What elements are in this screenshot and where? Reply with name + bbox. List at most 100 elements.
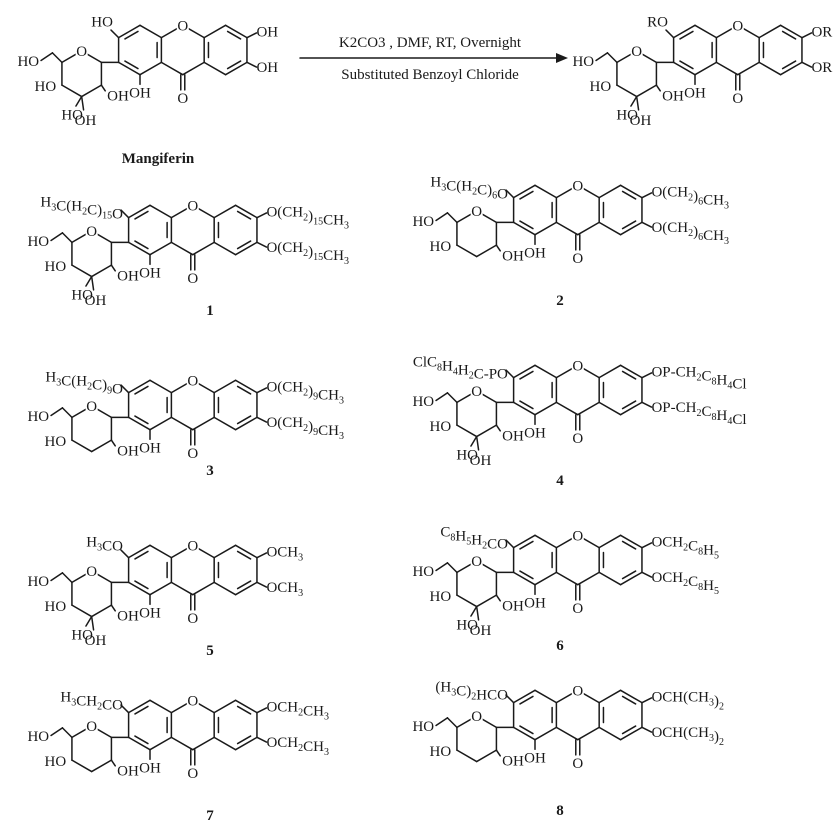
product-structure-bond: [630, 95, 638, 107]
product-structure-ring-right-double-bond: [781, 30, 797, 40]
compound-1-structure-ring-left-bond: [127, 241, 151, 256]
compound-1-structure-ring-right-double-bond: [236, 240, 252, 250]
product-structure-sugar-bond: [616, 84, 638, 98]
compound-3-structure-ring-left-double-bond: [134, 385, 149, 395]
mangiferin-structure-ring-right-bond: [203, 61, 227, 76]
compound-8-structure-sugar-ch2oh: HO: [412, 719, 434, 735]
compound-2-structure-bond: [435, 212, 449, 222]
mangiferin-structure-sugar-oh-5: OH: [75, 113, 97, 129]
compound-7-structure-bond: [110, 759, 116, 767]
compound-3-structure-ring-right-bond: [234, 416, 258, 431]
compound-1-structure-ring-left-double-bond: [134, 240, 149, 250]
compound-5-structure-bond: [110, 604, 116, 612]
mangiferin-structure-ring-right-bond: [224, 24, 248, 39]
product-structure-bond: [737, 61, 760, 76]
compound-1-structure-ring-right-bond: [213, 241, 237, 256]
mangiferin-structure-bond: [246, 32, 258, 39]
compound-6-structure-bond: [641, 542, 653, 549]
compound-4-structure-carbonyl-oxygen: O: [572, 431, 583, 447]
mangiferin-structure-ring-left-double-bond: [124, 60, 139, 70]
compound-6-structure-ring-oxygen: O: [572, 528, 583, 544]
compound-7-structure-sugar-bond: [71, 759, 93, 773]
compound-4-structure-oh-label: OH: [524, 426, 546, 442]
compound-4-structure-sugar-ch2oh: HO: [412, 394, 434, 410]
compound-2-structure-bond: [641, 192, 653, 199]
product-structure-ring-right-bond: [779, 61, 803, 76]
mangiferin-structure-bond: [40, 52, 54, 62]
mangiferin-structure-oh-label: OH: [129, 86, 151, 102]
compound-1-structure-ring-right-bond: [234, 204, 258, 219]
product-structure-tr-substituent: OR: [811, 25, 832, 41]
compound-8-structure-ring-right-bond: [598, 689, 622, 704]
compound-8-structure-sugar-bond: [475, 749, 498, 763]
compound-6-structure-bond: [495, 594, 501, 602]
compound-2-structure-ring-right-double-bond: [621, 190, 637, 200]
compound-6-structure-bond: [577, 571, 600, 586]
compound-3-structure-bond: [120, 384, 130, 394]
compound-5-structure-ring-right-double-bond: [236, 550, 252, 560]
compound-3-structure-sugar-ch2oh: HO: [27, 409, 49, 425]
compound-5-structure-bond: [50, 572, 64, 582]
compound-4-structure-bond: [475, 435, 480, 451]
product-structure-bond: [801, 32, 813, 39]
compound-7-structure-ring-left-bond: [127, 736, 151, 751]
product-structure-ring-left-double-bond: [679, 60, 694, 70]
compound-8-structure-carbonyl-oxygen: O: [572, 756, 583, 772]
compound-6-structure-ring-right-double-bond: [621, 570, 637, 580]
product-structure-bond: [801, 61, 813, 68]
compound-2-structure-ring-left-bond: [512, 184, 536, 199]
compound-8-structure-bond: [577, 726, 600, 741]
compound-5-structure-ring-right-double-bond: [236, 580, 252, 590]
compound-5-structure-tl-substituent: H3CO: [86, 534, 123, 554]
mangiferin-structure-bond: [182, 61, 205, 76]
compound-4-structure-ring-left-double-bond: [519, 400, 534, 410]
compound-1-structure-bond: [170, 241, 194, 256]
starting-material-name: Mangiferin: [122, 151, 195, 167]
compound-6-structure-bond: [470, 605, 478, 617]
compound-4-structure-sugar-oh-4: HO: [430, 419, 452, 435]
mangiferin-structure-ring-left-bond: [139, 61, 163, 76]
compound-7-structure-bond: [120, 704, 130, 714]
compound-7-structure-ring-left-bond: [149, 699, 173, 714]
compound-6-structure-tr-substituent: OCH2C8H5: [651, 535, 719, 562]
mangiferin-structure-sugar-oh-4: HO: [35, 79, 57, 95]
compound-6-structure-sugar-oxygen: O: [471, 554, 482, 570]
compound-4-structure-ring-oxygen: O: [572, 358, 583, 374]
compound-8-structure-tl-substituent: (H3C)2HCO: [435, 679, 508, 703]
compound-2-structure-ring-left-bond: [534, 184, 558, 199]
compound-7-structure-carbonyl-oxygen: O: [187, 766, 198, 782]
compound-2-structure-carbonyl-oxygen: O: [572, 251, 583, 267]
compound-5-structure-sugar-oh-4: HO: [45, 599, 67, 615]
compound-5-structure-bond: [192, 581, 215, 596]
compound-3-structure-ring-left-bond: [127, 379, 151, 394]
compound-4-structure-bond: [555, 401, 579, 416]
mangiferin-structure-ring-left-bond: [117, 61, 141, 76]
compound-4-structure-sugar-oh-2: OH: [502, 428, 524, 444]
compound-7-structure-sugar-ch2oh: HO: [27, 729, 49, 745]
compound-6-structure-ring-right-bond: [598, 534, 622, 549]
compound-6-structure-oh-label: OH: [524, 596, 546, 612]
compound-6-structure-sugar-ch2oh: HO: [412, 564, 434, 580]
compound-5-structure-carbonyl-oxygen: O: [187, 611, 198, 627]
compound-4-structure-ring-right-double-bond: [621, 370, 637, 380]
compound-8-structure-bond: [641, 697, 653, 704]
compound-3-structure-ring-right-bond: [234, 379, 258, 394]
product-structure-bond: [655, 84, 661, 92]
reagent2-label: Substituted Benzoyl Chloride: [341, 67, 519, 83]
compound-6-structure-ring-right-bond: [619, 534, 643, 549]
compound-8-structure-bond: [495, 749, 501, 757]
compound-2-structure-br-substituent: O(CH2)6CH3: [651, 220, 729, 247]
reaction-arrow-head: [556, 53, 568, 63]
compound-6-structure-bond: [505, 539, 515, 549]
compound-4-structure-ring-right-double-bond: [621, 400, 637, 410]
product-structure-sugar-oh-5: OH: [630, 113, 652, 129]
compound-4-structure-ring-left-bond: [512, 364, 536, 379]
compound-8-structure-tr-substituent: OCH(CH3)2: [651, 690, 724, 713]
compound-6-structure-ring-right-bond: [619, 571, 643, 586]
compound-1-structure-sugar-bond: [90, 264, 113, 278]
mangiferin-structure-sugar-bond: [61, 84, 83, 98]
compound-4-structure-ring-right-bond: [598, 401, 622, 416]
compound-8-structure-ring-right-double-bond: [621, 725, 637, 735]
